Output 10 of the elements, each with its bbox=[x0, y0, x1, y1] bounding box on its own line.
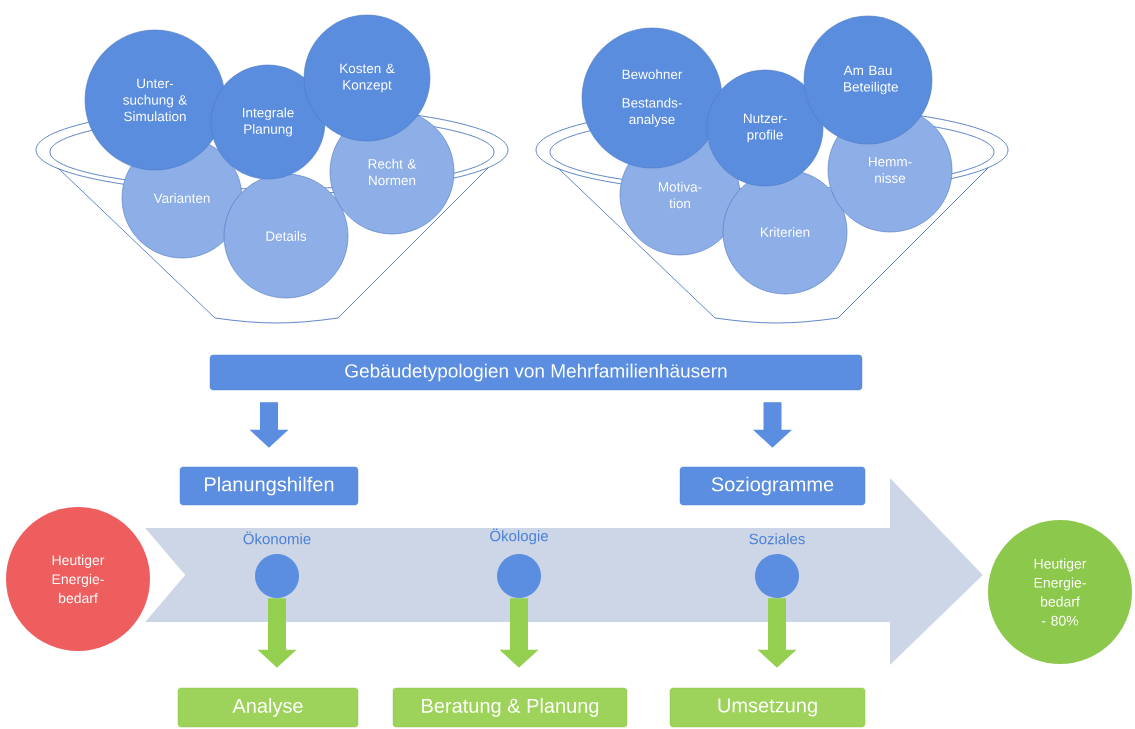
heading-bar: Soziogramme bbox=[679, 466, 866, 506]
node-label: Ökonomie bbox=[243, 531, 311, 545]
phase-box: Beratung & Planung bbox=[392, 687, 628, 728]
node-label: Ökologie bbox=[490, 528, 548, 545]
chevron-arrow bbox=[145, 478, 983, 665]
heading-bar: Gebäudetypologien von Mehrfamilienhäusern bbox=[209, 354, 863, 391]
phase-box: Analyse bbox=[177, 687, 359, 728]
node-label: Soziales bbox=[749, 533, 805, 545]
heading-bar: Planungshilfen bbox=[179, 466, 359, 506]
phase-box: Umsetzung bbox=[669, 687, 866, 728]
